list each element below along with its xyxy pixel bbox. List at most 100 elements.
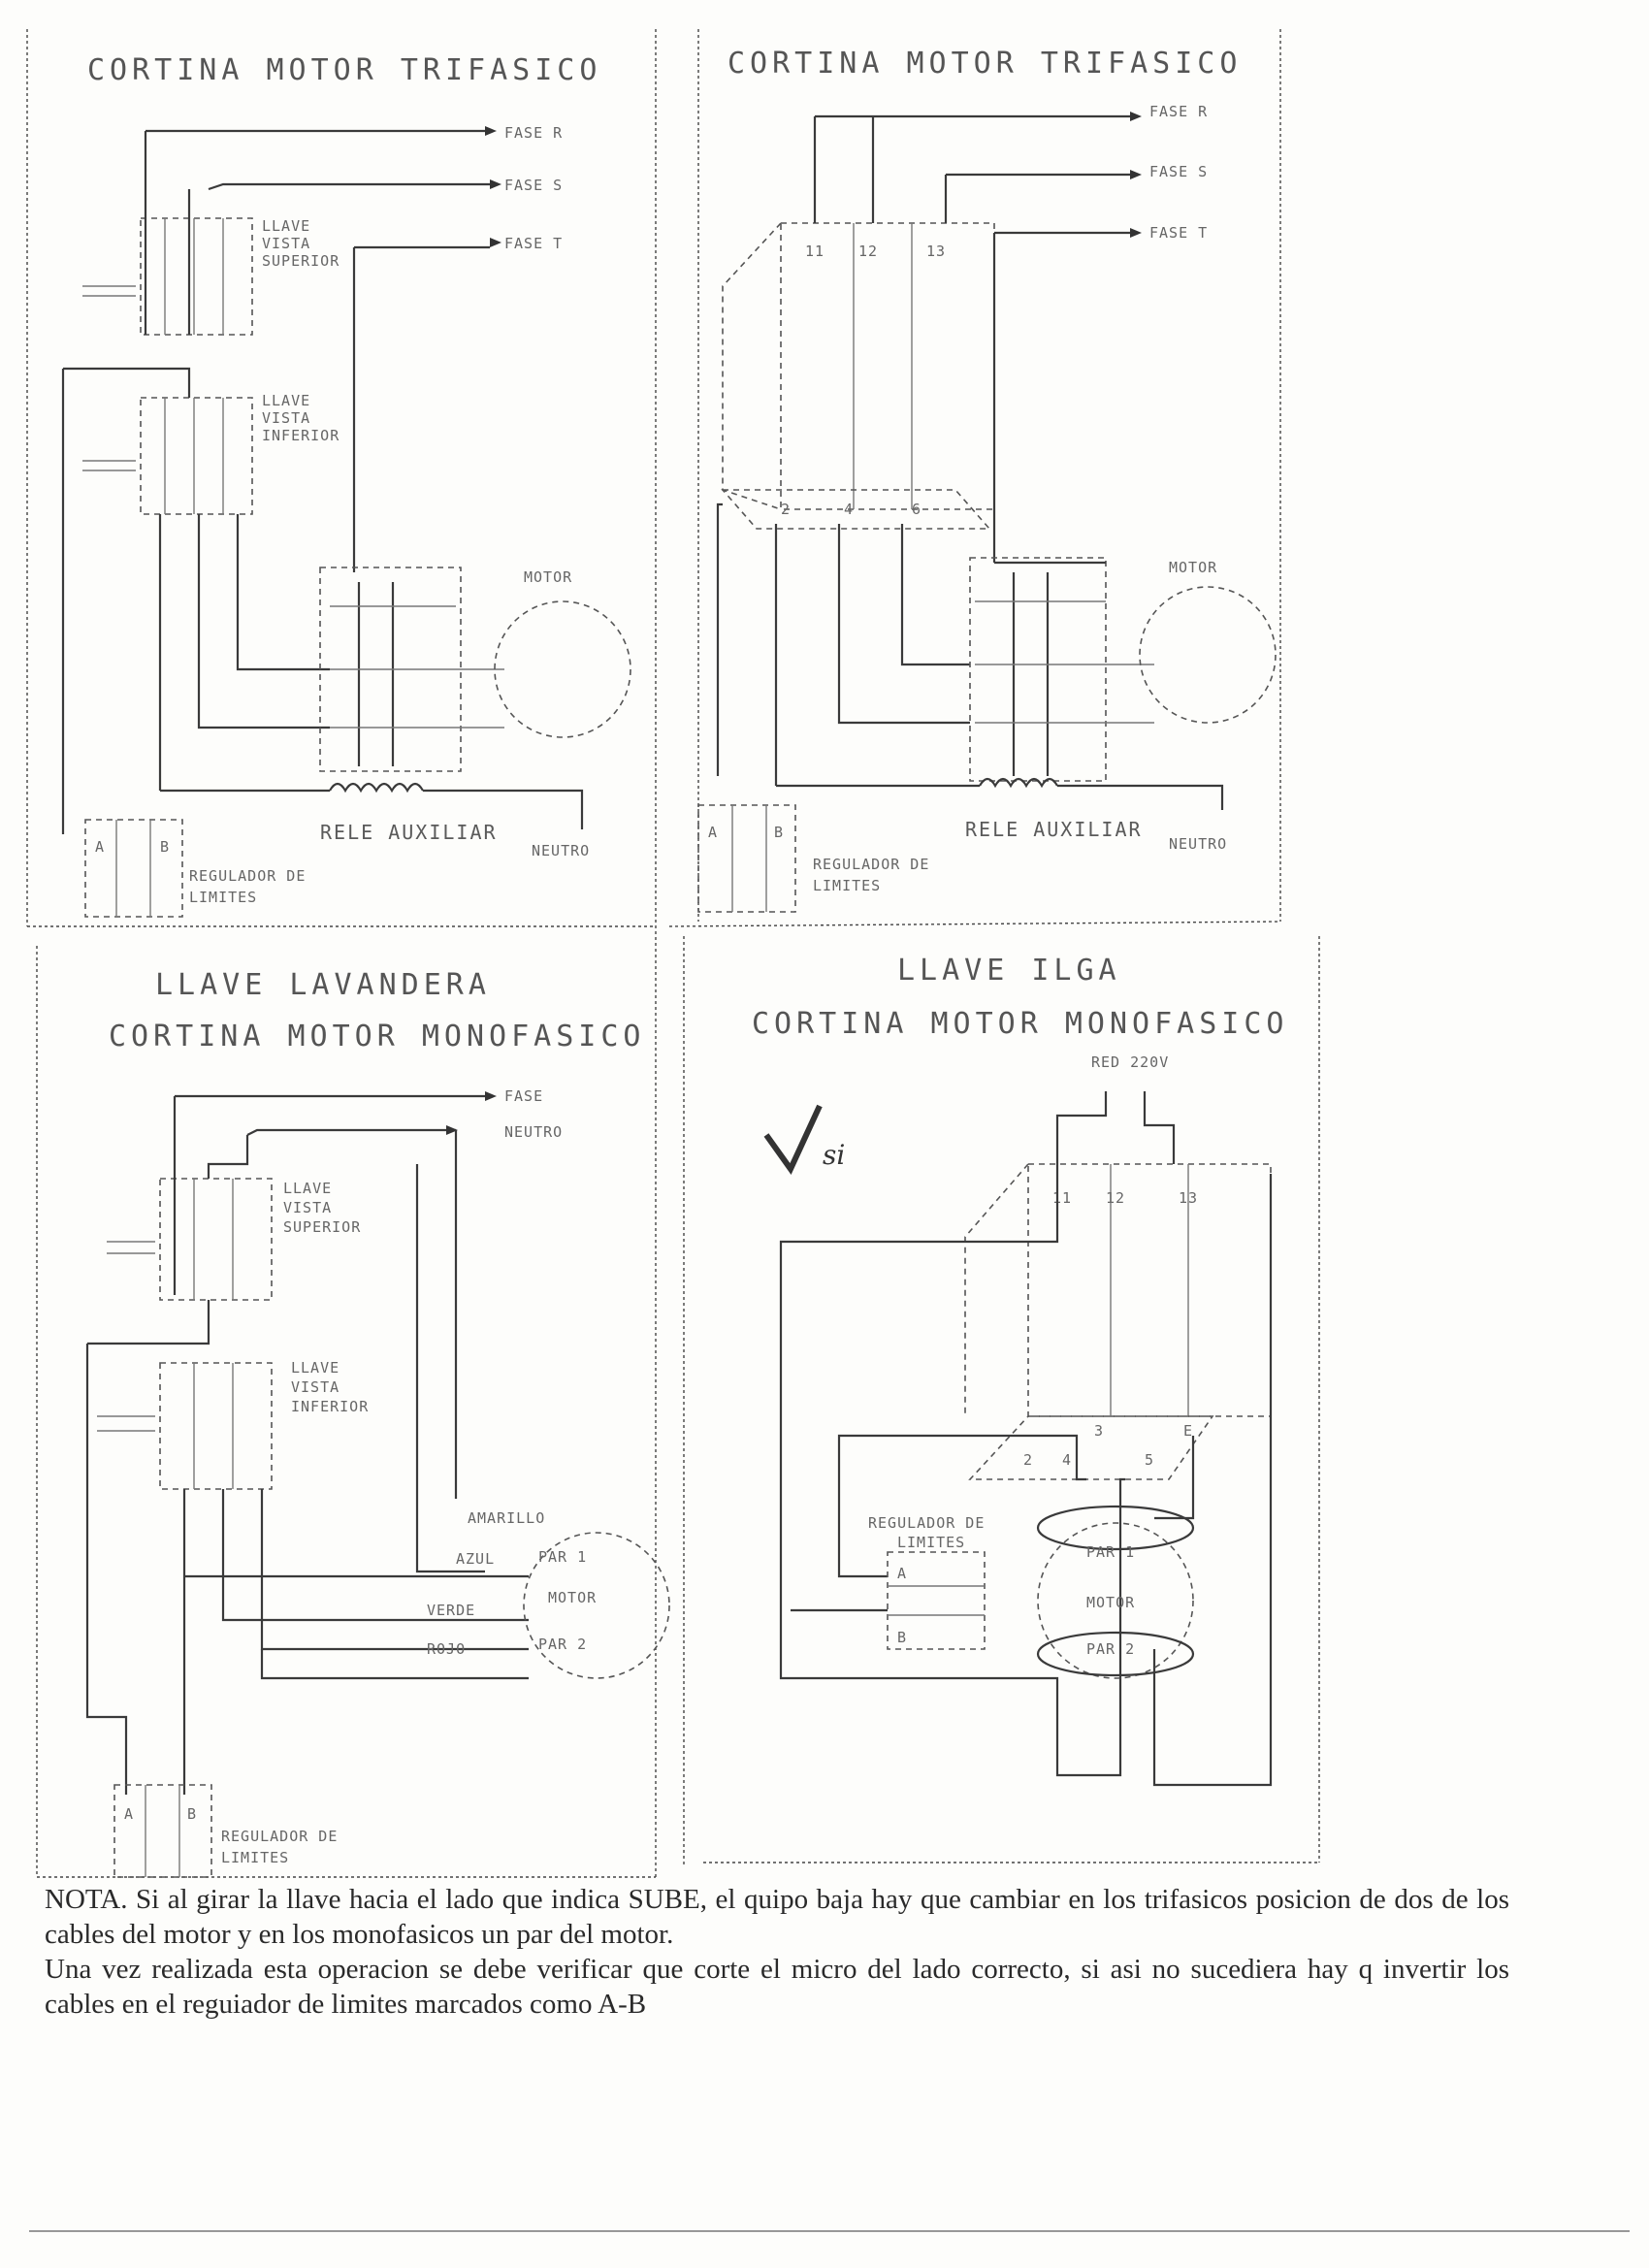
llave-inf-l3: INFERIOR [262, 427, 340, 444]
arrow-fase-r [485, 126, 497, 136]
motor-symbol-3 [523, 1532, 670, 1679]
llave-inf-l1: LLAVE [262, 392, 310, 409]
term4-5: 5 [1145, 1451, 1154, 1469]
footnote: NOTA. Si al girar la llave hacia el lado… [45, 1882, 1509, 2022]
llave3-sup-l3: SUPERIOR [283, 1218, 361, 1236]
llave-superior-box-3 [159, 1178, 273, 1301]
par1-ring [1036, 1505, 1195, 1551]
switch-body [780, 222, 995, 510]
par2-ring [1036, 1631, 1195, 1677]
panel-4-heading: LLAVE ILGA [897, 954, 1121, 988]
llave3-sup-l2: VISTA [283, 1199, 332, 1216]
label4-par1: PAR 1 [1086, 1543, 1135, 1561]
term-6: 6 [912, 501, 922, 518]
llave-sup-l1: LLAVE [262, 217, 310, 235]
label2-fase-s: FASE S [1149, 163, 1208, 180]
llave-inf-l2: VISTA [262, 409, 310, 427]
term-11: 11 [805, 243, 824, 260]
arrow-neutro-3 [446, 1125, 458, 1135]
reg-term-a: A [95, 838, 105, 856]
label3-neutro: NEUTRO [504, 1123, 563, 1141]
reg3-label-2: LIMITES [221, 1849, 289, 1866]
label2-rele: RELE AUXILIAR [965, 818, 1143, 841]
reg4-label-2: LIMITES [897, 1534, 965, 1551]
footnote-line-2: Una vez realizada esta operacion se debe… [45, 1954, 1509, 2020]
label4-par2: PAR 2 [1086, 1640, 1135, 1658]
arrow-fase-t [490, 238, 501, 247]
reg3-term-b: B [187, 1805, 197, 1823]
panel-3-monofasico: LLAVE LAVANDERA CORTINA MOTOR MONOFASICO… [85, 968, 670, 1878]
panel-4-monofasico: LLAVE ILGA CORTINA MOTOR MONOFASICO RED … [752, 954, 1288, 1787]
relay-coil [329, 782, 424, 794]
reg2-term-a: A [708, 824, 718, 841]
llave-sup-l3: SUPERIOR [262, 252, 340, 270]
llave3-inf-l3: INFERIOR [291, 1398, 369, 1415]
switch-bottom [721, 489, 991, 530]
motor-symbol [494, 600, 631, 738]
term4-12: 12 [1106, 1189, 1125, 1207]
reg2-label-2: LIMITES [813, 877, 881, 894]
regulador-box-3 [113, 1784, 212, 1878]
panel-1-trifasico: CORTINA MOTOR TRIFASICO FASE R FASE S FA… [61, 53, 631, 918]
panel-1-title: CORTINA MOTOR TRIFASICO [87, 53, 601, 87]
term4-13: 13 [1179, 1189, 1198, 1207]
panel-frames [26, 29, 1630, 2232]
contactor-box [319, 567, 462, 772]
reg-term-b: B [160, 838, 170, 856]
term4-4: 4 [1062, 1451, 1072, 1469]
llave3-sup-l1: LLAVE [283, 1180, 332, 1197]
llave-inferior-box [140, 397, 253, 515]
term4-e: E [1183, 1422, 1193, 1440]
footnote-line-1: NOTA. Si al girar la llave hacia el lado… [45, 1884, 1509, 1950]
label-verde: VERDE [427, 1602, 475, 1619]
llave3-inf-l1: LLAVE [291, 1359, 340, 1377]
regulador-box-2 [697, 804, 796, 913]
switch-bottom-4 [968, 1415, 1214, 1480]
label3-par2: PAR 2 [538, 1636, 587, 1653]
panel-3-title: CORTINA MOTOR MONOFASICO [109, 1020, 645, 1053]
label4-motor: MOTOR [1086, 1594, 1135, 1611]
label-azul: AZUL [456, 1550, 495, 1568]
contactor-box-2 [969, 557, 1107, 782]
panel-3-heading: LLAVE LAVANDERA [155, 968, 491, 1002]
reg4-label-1: REGULADOR DE [868, 1514, 985, 1532]
term4-2: 2 [1023, 1451, 1033, 1469]
label-rojo: ROJO [427, 1640, 466, 1658]
reg3-label-1: REGULADOR DE [221, 1828, 338, 1845]
label-rele: RELE AUXILIAR [320, 821, 498, 844]
term-4: 4 [844, 501, 854, 518]
label-neutro: NEUTRO [532, 842, 590, 859]
reg3-term-a: A [124, 1805, 134, 1823]
reg4-term-b: B [897, 1629, 907, 1646]
arrow-fase-t-2 [1130, 228, 1142, 238]
panel-2-title: CORTINA MOTOR TRIFASICO [728, 47, 1242, 81]
regulador-box-4 [887, 1551, 986, 1650]
check-mark-icon [763, 1104, 823, 1175]
reg2-term-b: B [774, 824, 784, 841]
label3-fase: FASE [504, 1087, 543, 1105]
label2-motor: MOTOR [1169, 559, 1217, 576]
llave-superior-box [140, 217, 253, 336]
panel-4-title: CORTINA MOTOR MONOFASICO [752, 1007, 1288, 1041]
label-amarillo: AMARILLO [468, 1509, 545, 1527]
reg-label-2: LIMITES [189, 889, 257, 906]
term4-11: 11 [1052, 1189, 1072, 1207]
label3-motor: MOTOR [548, 1589, 597, 1606]
arrow-fase-s-2 [1130, 170, 1142, 179]
arrow-fase-3 [485, 1091, 497, 1101]
label-fase-s: FASE S [504, 177, 563, 194]
llave-inferior-box-3 [159, 1362, 273, 1490]
regulador-box [84, 819, 183, 918]
term-12: 12 [858, 243, 878, 260]
relay-coil-2 [979, 777, 1058, 789]
motor-symbol-4 [1037, 1522, 1194, 1679]
label2-neutro: NEUTRO [1169, 835, 1227, 853]
reg-label-1: REGULADOR DE [189, 867, 306, 885]
label-motor: MOTOR [524, 568, 572, 586]
label-fase-t: FASE T [504, 235, 563, 252]
term4-3: 3 [1094, 1422, 1104, 1440]
term-13: 13 [926, 243, 946, 260]
label3-par1: PAR 1 [538, 1548, 587, 1566]
label-red: RED 220V [1091, 1053, 1169, 1071]
